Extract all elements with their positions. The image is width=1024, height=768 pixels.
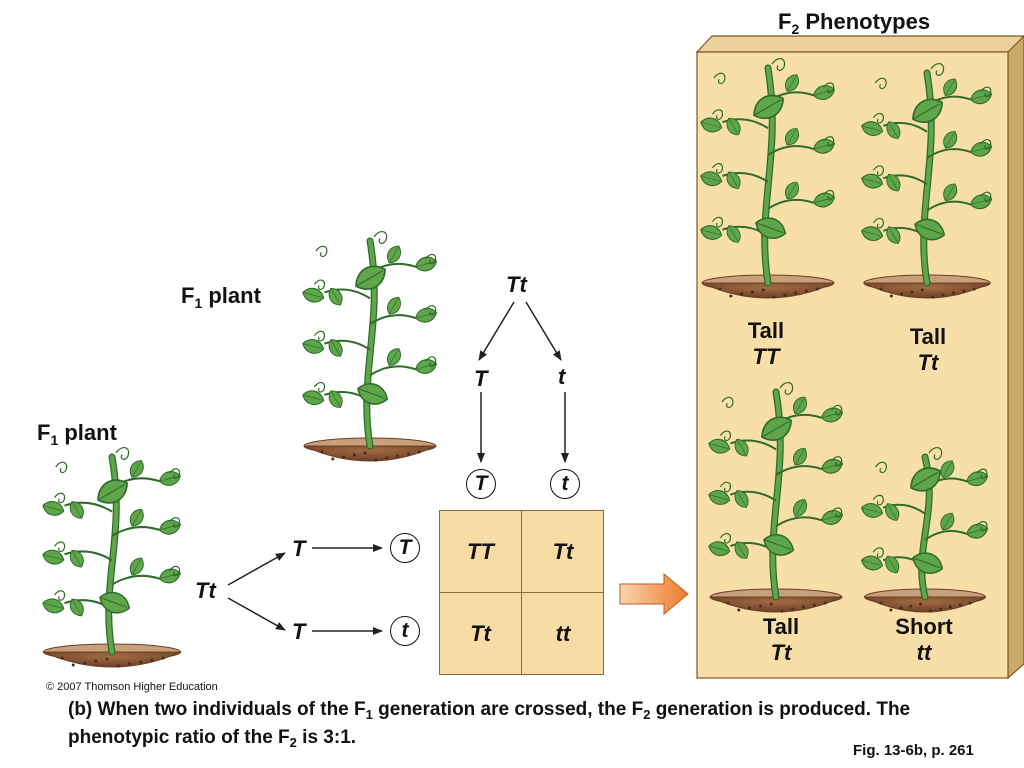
f1-plant-label-lower: F1 plant — [37, 420, 117, 448]
result-arrow — [619, 572, 689, 616]
phenotype-label: Tall Tt — [909, 324, 947, 375]
top-cross-arrows — [477, 301, 569, 463]
figure-reference: Fig. 13-6b, p. 261 — [853, 742, 974, 759]
f2-plant-tall-tt-image — [700, 58, 836, 299]
left-circle-top: T — [390, 533, 420, 563]
phenotype-label: Tall Tt — [762, 614, 800, 665]
f2-plant-short-tt-image — [860, 447, 989, 613]
punnett-cell: Tt — [440, 593, 522, 675]
f1-plant-lower-image — [42, 447, 182, 668]
f2-plant-tall-tt3-image — [708, 382, 844, 613]
top-gamete-left: T — [474, 366, 488, 391]
f1-plant-label-upper: F1 plant — [181, 283, 261, 311]
copyright-notice: © 2007 Thomson Higher Education — [46, 681, 218, 693]
f2-plant-tall-tt2-image — [861, 63, 993, 299]
punnett-square: TT Tt Tt tt — [439, 510, 604, 675]
top-gamete-right: t — [558, 364, 566, 389]
left-circle-bottom: t — [390, 616, 420, 646]
f2-phenotype-panel — [695, 35, 1024, 680]
phenotype-label: Short tt — [895, 614, 953, 665]
top-circle-right: t — [550, 469, 580, 499]
f1-plant-upper-image — [302, 231, 438, 462]
phenotype-label: Tall TT — [747, 318, 785, 369]
punnett-cell: tt — [555, 621, 571, 646]
left-parent-genotype: Tt — [195, 578, 216, 603]
f2-phenotypes-title: F2 Phenotypes — [778, 9, 931, 37]
punnett-cell: Tt — [522, 511, 604, 593]
left-gamete-top: T — [292, 536, 306, 561]
punnett-cell: TT — [440, 511, 522, 593]
top-circle-left: T — [466, 469, 496, 499]
figure-caption: (b) When two individuals of the F1 gener… — [68, 699, 911, 750]
left-cross-arrows — [227, 544, 383, 635]
left-gamete-bottom: T — [292, 619, 306, 644]
top-parent-genotype: Tt — [506, 272, 527, 297]
